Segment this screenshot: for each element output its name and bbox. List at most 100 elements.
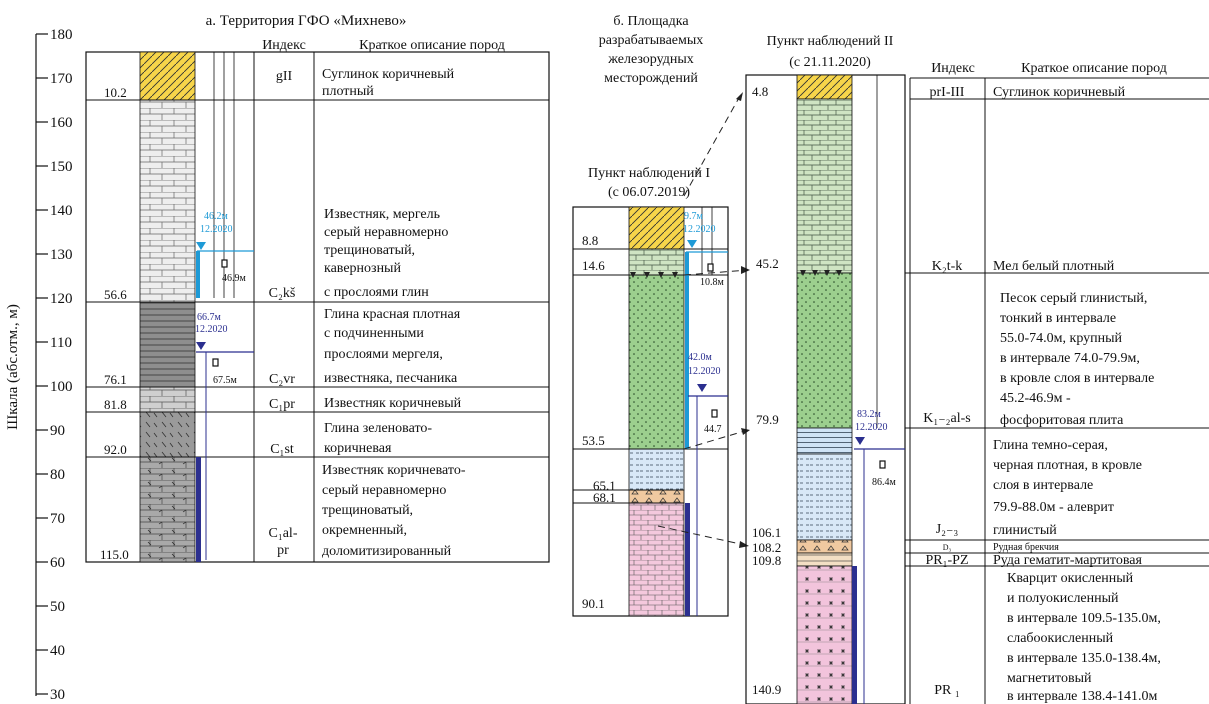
scale-ticks: 1801701601501401301201101009080706050403…	[36, 27, 73, 703]
a-desc-4: Глина зеленовато- коричневая	[324, 421, 432, 456]
p2-layer-ore	[796, 552, 853, 567]
scale-tick-label: 70	[50, 511, 65, 527]
p1-depth: 8.8	[582, 233, 598, 248]
a-depth: 92.0	[104, 442, 127, 457]
a-layer-c1al-pr	[139, 456, 196, 563]
svg-text:45.2-46.9м -: 45.2-46.9м -	[1000, 391, 1071, 406]
p2-depth: 108.2	[752, 540, 781, 555]
correlation-lines	[657, 95, 749, 546]
svg-text:тонкий в интервале: тонкий в интервале	[1000, 311, 1116, 326]
a-well-1-depth: 46.9м	[222, 273, 247, 284]
svg-text:Известняк коричневый: Известняк коричневый	[324, 396, 462, 411]
svg-text:в интервале 109.5-135.0м,: в интервале 109.5-135.0м,	[1007, 611, 1161, 626]
scale-tick-label: 50	[50, 599, 65, 615]
p2-well-sensor-icon	[879, 460, 886, 469]
svg-text:глинистый: глинистый	[993, 523, 1057, 538]
a-desc-0: Суглинок коричневый плотный	[322, 67, 455, 99]
p2-layer-silt	[796, 427, 853, 455]
svg-text:коричневая: коричневая	[324, 441, 392, 456]
p2-layer-quartzite	[796, 565, 853, 704]
svg-text:месторождений: месторождений	[604, 71, 698, 86]
svg-text:серый неравномерно: серый неравномерно	[322, 483, 446, 498]
p1-well-1-level-icon	[687, 240, 697, 248]
a-depth: 76.1	[104, 372, 127, 387]
b-index: PR ₁	[934, 683, 960, 698]
svg-text:в интервале 74.0-79.9м,: в интервале 74.0-79.9м,	[1000, 351, 1140, 366]
svg-text:Суглинок коричневый: Суглинок коричневый	[322, 67, 455, 82]
svg-text:плотный: плотный	[322, 84, 374, 99]
p1-depth: 68.1	[593, 490, 616, 505]
p1-well-2-level: 42.0м	[688, 352, 713, 363]
svg-text:трещиноватый,: трещиноватый,	[324, 243, 415, 258]
a-depth: 115.0	[100, 547, 129, 562]
a-well-1-date: 12.2020	[200, 224, 233, 235]
scale-label: Шкала (абс.отм., м)	[5, 304, 21, 430]
b-index: K₂t-k	[932, 259, 963, 274]
svg-text:магнетитовый: магнетитовый	[1007, 671, 1092, 686]
p1-well-2-screen	[685, 503, 690, 616]
svg-text:разрабатываемых: разрабатываемых	[599, 33, 704, 48]
panel-b-desc-header: Краткое описание пород	[1021, 61, 1167, 76]
a-desc-3: Известняк коричневый	[324, 396, 462, 411]
a-index: gII	[276, 69, 293, 84]
p1-layer-clay	[628, 448, 685, 491]
scale-tick-label: 90	[50, 423, 65, 439]
b-index: K₁₋₂al-s	[923, 411, 970, 426]
svg-text:Кварцит окисленный: Кварцит окисленный	[1007, 571, 1134, 586]
panel-a: а. Территория ГФО «Михнево» Индекс Кратк…	[85, 13, 550, 563]
b-index: PR₁-PZ	[925, 553, 968, 568]
p2-layer-loam	[796, 74, 853, 100]
p1-well-1-depth: 10.8м	[700, 277, 725, 288]
point-2: Пункт наблюдений II (с 21.11.2020)	[630, 34, 906, 704]
b-desc-3: Глина темно-серая, черная плотная, в кро…	[993, 438, 1142, 538]
elevation-scale: 1801701601501401301201101009080706050403…	[5, 27, 73, 703]
p2-well-level: 83.2м	[857, 409, 882, 420]
svg-text:трещиноватый,: трещиноватый,	[322, 503, 413, 518]
b-desc-4: Рудная брекчия	[993, 542, 1059, 553]
a-well-1-screen	[196, 251, 200, 298]
svg-text:Глина красная плотная: Глина красная плотная	[324, 307, 461, 322]
a-index: C₂vr	[269, 372, 295, 387]
panel-a-desc-header: Краткое описание пород	[359, 38, 505, 53]
p2-phosphorite-marks	[630, 270, 842, 278]
p2-well-date: 12.2020	[855, 422, 888, 433]
p1-layer-loam	[628, 206, 685, 250]
p1-well-1-date: 12.2020	[683, 224, 716, 235]
a-index: C₁pr	[269, 397, 295, 412]
p2-depth: 106.1	[752, 525, 781, 540]
point-1: Пункт наблюдений I (с 06.07.2019) 8.8 14…	[572, 166, 729, 617]
p1-depth: 53.5	[582, 433, 605, 448]
svg-text:железорудных: железорудных	[607, 52, 693, 67]
scale-tick-label: 170	[50, 71, 73, 87]
svg-text:доломитизированный: доломитизированный	[322, 544, 452, 559]
correlation-arrow-ore	[657, 525, 746, 546]
svg-text:79.9-88.0м - алеврит: 79.9-88.0м - алеврит	[993, 500, 1114, 515]
scale-tick-label: 40	[50, 643, 65, 659]
a-layer-gII	[139, 51, 196, 101]
svg-text:б. Площадка: б. Площадка	[613, 14, 689, 29]
p1-well-1-screen	[685, 252, 689, 449]
panel-b-index-header: Индекс	[931, 61, 975, 76]
p1-depth: 65.1	[593, 478, 616, 493]
p2-depth: 4.8	[752, 84, 768, 99]
p1-well-2-date: 12.2020	[688, 366, 721, 377]
p1-depth: 14.6	[582, 258, 605, 273]
a-well-1-level-icon	[196, 242, 206, 250]
a-well-2-level: 66.7м	[197, 312, 222, 323]
a-layer-c2vr	[139, 301, 196, 388]
a-well-1-level: 46.2м	[204, 211, 229, 222]
b-desc-6: Кварцит окисленный и полуокисленный в ин…	[1007, 571, 1161, 704]
svg-text:окремненный,: окремненный,	[322, 523, 407, 538]
p1-layer-chalk	[628, 248, 685, 276]
p2-well-screen	[852, 566, 857, 704]
panel-a-title: а. Территория ГФО «Михнево»	[206, 13, 407, 29]
svg-text:в кровле слоя в интервале: в кровле слоя в интервале	[1000, 371, 1154, 386]
b-desc-0: Суглинок коричневый	[993, 85, 1126, 100]
scale-tick-label: 110	[50, 335, 72, 351]
p1-well-1-level: 9.7м	[684, 211, 704, 222]
point-2-subtitle: (с 21.11.2020)	[789, 55, 871, 70]
svg-text:серый неравномерно: серый неравномерно	[324, 225, 448, 240]
p2-layer-breccia	[796, 539, 853, 554]
scale-tick-label: 150	[50, 159, 73, 175]
